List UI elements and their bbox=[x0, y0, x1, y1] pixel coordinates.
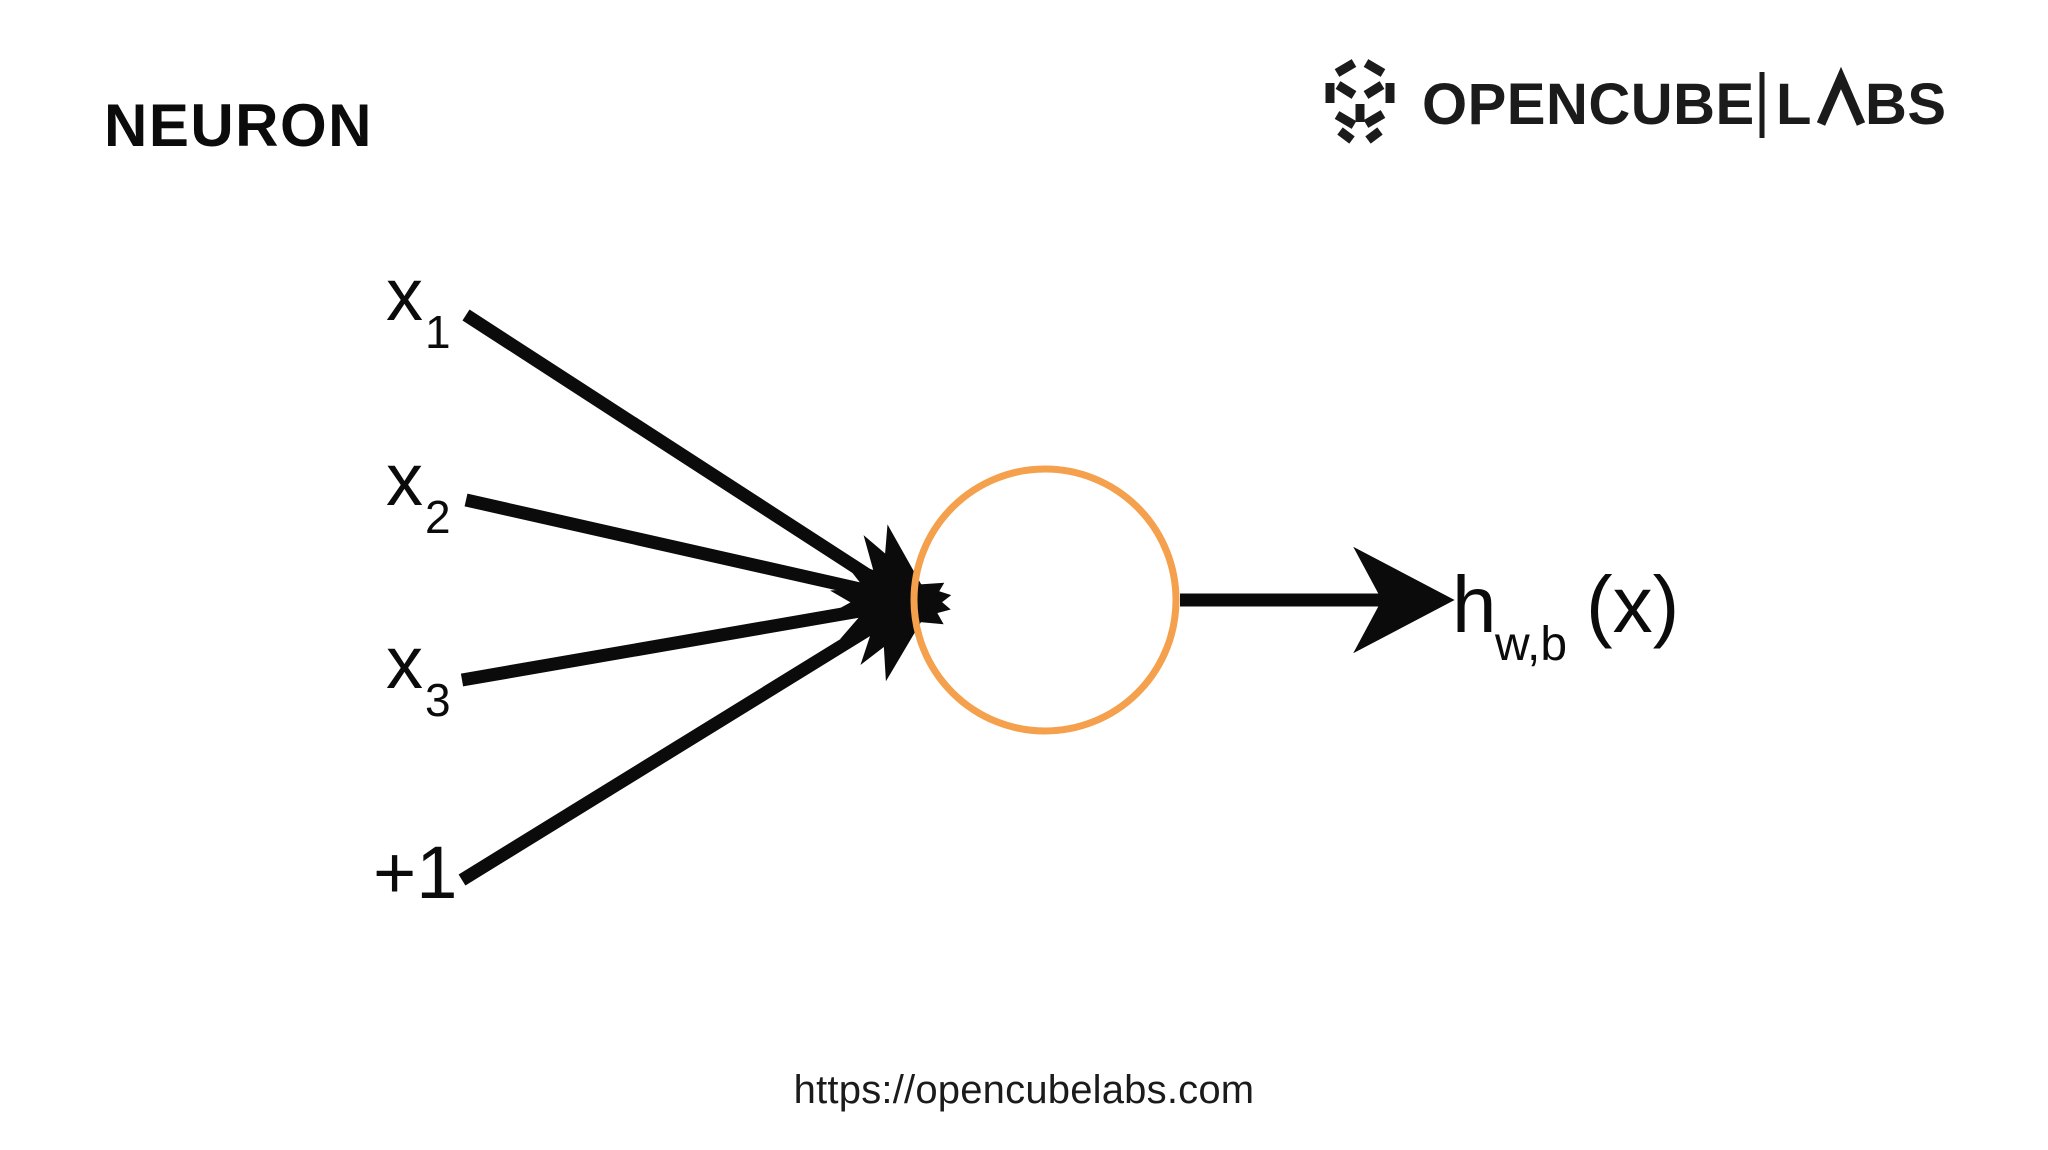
page-title: NEURON bbox=[104, 92, 374, 159]
input-x3-subscript: 3 bbox=[425, 674, 451, 726]
wordmark-lambda-a bbox=[1816, 66, 1866, 126]
edge-x3-to-neuron bbox=[460, 559, 952, 687]
output-label-tail: (x) bbox=[1586, 560, 1679, 649]
output-label-subscript: w,b bbox=[1494, 618, 1567, 671]
opencube-cube-icon bbox=[1325, 59, 1395, 144]
brand-logo: OPENCUBE L BS bbox=[1304, 52, 1982, 156]
input-label-x3: x 3 bbox=[386, 621, 451, 726]
edge-x2-to-neuron bbox=[464, 493, 951, 640]
input-x1-base: x bbox=[386, 253, 423, 336]
footer-url[interactable]: https://opencubelabs.com bbox=[793, 1068, 1255, 1112]
input-x1-subscript: 1 bbox=[425, 306, 451, 358]
edge-bias-to-neuron bbox=[458, 582, 945, 886]
opencube-labs-wordmark: OPENCUBE L BS bbox=[1422, 66, 1947, 138]
wordmark-secondary: L bbox=[1776, 72, 1812, 137]
input-label-x1: x 1 bbox=[386, 253, 451, 358]
input-x2-subscript: 2 bbox=[425, 491, 451, 543]
edge-x1-to-neuron bbox=[462, 309, 944, 625]
input-x2-base: x bbox=[386, 438, 423, 521]
input-label-x2: x 2 bbox=[386, 438, 451, 543]
wordmark-primary: OPENCUBE bbox=[1422, 72, 1755, 137]
output-label: h w,b (x) bbox=[1452, 560, 1679, 671]
input-x3-base: x bbox=[386, 621, 423, 704]
wordmark-secondary-tail: BS bbox=[1865, 72, 1947, 137]
input-label-bias: +1 bbox=[373, 831, 457, 914]
output-label-base: h bbox=[1452, 560, 1497, 649]
neuron-body bbox=[910, 465, 1180, 735]
input-bias-label: +1 bbox=[373, 831, 457, 914]
